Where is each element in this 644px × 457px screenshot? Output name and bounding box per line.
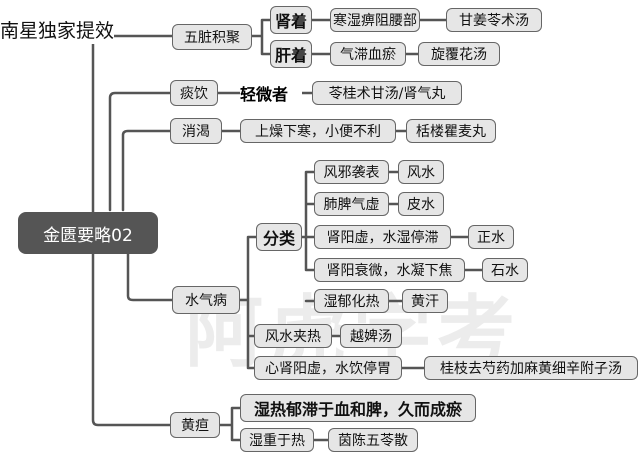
fenlei-item-mech: 风邪袭表 <box>314 160 389 184</box>
fenlei-node: 分类 <box>256 223 302 251</box>
fengshui-node: 风水夹热 <box>254 324 332 348</box>
wuzang-node: 五脏积聚 <box>172 24 252 50</box>
gan-mech-node: 气滞血瘀 <box>330 42 406 66</box>
fenlei-item-mech: 湿郁化热 <box>314 289 389 313</box>
trunk-shuiqi <box>126 251 174 302</box>
tanyin-node: 痰饮 <box>170 80 218 106</box>
xiaoke-mech-node: 上燥下寒，小便不利 <box>240 119 396 143</box>
fenlei-item-mech: 肾阳虚，水湿停滞 <box>314 225 451 249</box>
fenlei-connector <box>300 170 316 303</box>
fenlei-item-mech: 肾阳衰微，水凝下焦 <box>314 258 465 282</box>
huangdan-formula-node: 茵陈五苓散 <box>328 428 418 452</box>
tanyin-formula-node: 苓桂术甘汤/肾气丸 <box>312 81 462 105</box>
fenlei-item-type: 黄汗 <box>402 289 448 313</box>
xinshen-node: 心肾阳虚，水饮停胃 <box>254 356 402 380</box>
gan-node: 肝着 <box>270 40 312 68</box>
xiaoke-formula-node: 栝楼瞿麦丸 <box>406 119 496 143</box>
fenlei-item-type: 风水 <box>398 160 444 184</box>
root-connector <box>91 34 174 235</box>
root-node: 金匮要略02 <box>18 212 158 254</box>
shuiqi-connector <box>238 235 258 370</box>
xiaoke-node: 消渴 <box>170 118 222 144</box>
tanyin-sub-node: 轻微者 <box>240 80 302 106</box>
fenlei-item-type: 正水 <box>468 225 514 249</box>
trunk-lower <box>91 231 172 427</box>
huangdan-mech1-node: 湿热郁滞于血和脾，久而成瘀 <box>240 394 476 422</box>
shen-node: 肾着 <box>270 6 312 34</box>
shen-mech-node: 寒湿痹阻腰部 <box>330 8 420 32</box>
wuzang-connector <box>250 18 272 56</box>
trunk-tanyin <box>108 91 172 212</box>
trunk-xiaoke <box>121 129 172 212</box>
fengshui-connector <box>330 334 426 370</box>
gan-formula-node: 旋覆花汤 <box>418 42 500 66</box>
huangdan-mech2-node: 湿重于热 <box>240 428 314 452</box>
fenlei-item-type: 石水 <box>482 258 528 282</box>
fenlei-items-connector <box>387 170 484 303</box>
huangdan-connector <box>218 406 242 442</box>
huangdan-node: 黄疸 <box>170 412 220 438</box>
fenlei-item-type: 皮水 <box>398 192 444 216</box>
shen-formula-node: 甘姜苓术汤 <box>446 8 542 32</box>
fengshui-formula-node: 越婢汤 <box>340 324 402 348</box>
shuiqi-node: 水气病 <box>172 286 240 314</box>
fenlei-item-mech: 肺脾气虚 <box>314 192 389 216</box>
header-text: 南星独家提效 <box>0 18 115 44</box>
xinshen-formula-node: 桂枝去芍药加麻黄细辛附子汤 <box>424 356 638 380</box>
